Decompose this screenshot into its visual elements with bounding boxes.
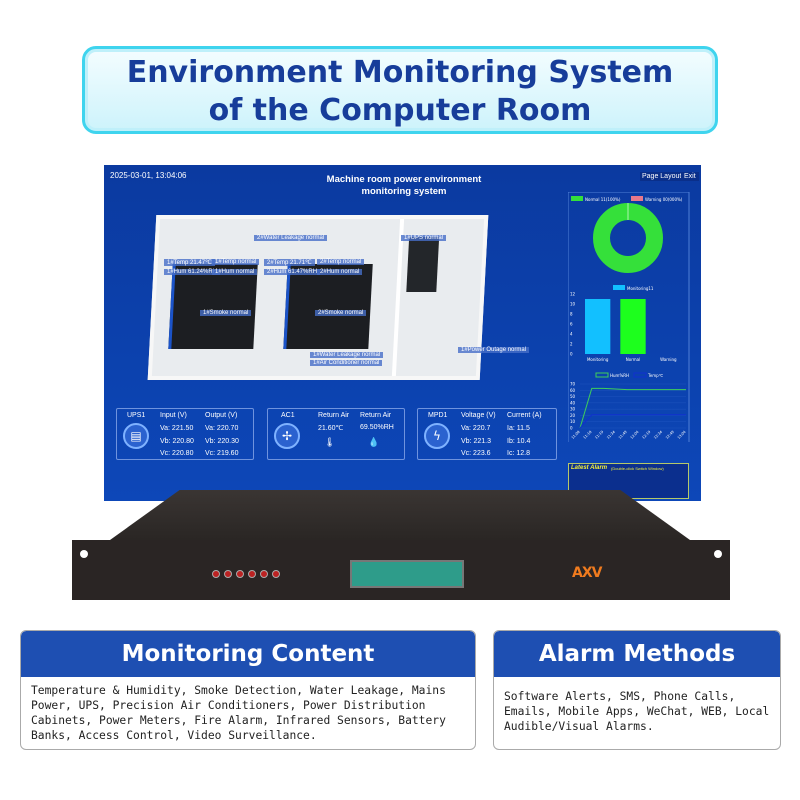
screen-title-2: monitoring system (361, 186, 447, 197)
sensor-tag[interactable]: 1#Power Outage normal (458, 347, 530, 353)
legend-label: Warning 00(000%) (645, 197, 683, 202)
alarm-title: Alarm Methods (494, 631, 780, 677)
sensor-tag[interactable]: 1#UPS normal (401, 235, 447, 241)
datetime: 2025-03-01, 13:04:06 (110, 171, 187, 180)
indicator-leds (212, 570, 282, 580)
y-tick-label: 30 (570, 407, 576, 412)
x-tick-label: 12:34 (653, 429, 664, 440)
y-tick-label: 6 (570, 322, 573, 327)
mount-hole (714, 550, 722, 558)
x-tick-label: 11:49 (618, 430, 628, 440)
title-banner: Environment Monitoring System of the Com… (82, 46, 718, 134)
title-line-2: of the Computer Room (208, 93, 592, 128)
legend-label: Hum%RH (610, 373, 629, 378)
monitoring-title: Monitoring Content (21, 631, 475, 677)
y-tick-label: 0 (570, 426, 573, 431)
water-drop-icon: 💧 (368, 437, 380, 447)
bar (620, 299, 646, 354)
y-tick-label: 10 (570, 302, 576, 307)
lightning-icon: ϟ (424, 423, 450, 449)
series-line (579, 414, 686, 429)
x-tick-label: Monitoring (587, 357, 609, 362)
ac-panel: AC1 ✢ Return Air Return Air 21.60℃ 69.50… (267, 408, 405, 460)
sensor-tag[interactable]: 2#Water Leakage normal (254, 235, 328, 241)
sensor-tag[interactable]: 1#Temp normal (212, 259, 260, 265)
x-tick-label: 12:49 (665, 430, 675, 440)
screen-title-1: Machine room power environment (326, 174, 482, 185)
monitoring-screen: 2025-03-01, 13:04:06 Machine room power … (104, 165, 701, 501)
y-tick-label: 4 (570, 332, 573, 337)
x-tick-label: 11:34 (606, 429, 617, 440)
thermometer-icon: 🌡 (324, 437, 336, 447)
y-tick-label: 40 (570, 400, 576, 405)
monitoring-content-card: Monitoring Content Temperature & Humidit… (20, 630, 476, 750)
device-logo: AXV (572, 565, 602, 581)
legend-swatch (633, 372, 647, 378)
y-tick-label: 20 (570, 413, 576, 418)
bar (585, 299, 611, 354)
mpd-panel: MPD1 ϟ Voltage (V) Current (A) Va: 220.7… (417, 408, 557, 460)
sensor-tag[interactable]: 2#Hum 61.47%RH (264, 269, 321, 275)
sensor-tag[interactable]: 2#Temp normal (317, 259, 365, 265)
legend-swatch (613, 285, 625, 290)
y-tick-label: 8 (570, 312, 573, 317)
sensor-tag[interactable]: 2#Smoke normal (315, 310, 367, 316)
series-line (579, 387, 686, 429)
x-tick-label: 12:04 (630, 429, 641, 440)
lcd-display (350, 560, 464, 588)
title-line-1: Environment Monitoring System (126, 55, 674, 90)
ups-panel: UPS1 ▤ Input (V) Output (V) Va: 221.50 V… (116, 408, 254, 460)
mount-hole (80, 550, 88, 558)
battery-icon: ▤ (123, 423, 149, 449)
sensor-tag[interactable]: 1#Smoke normal (200, 310, 252, 316)
y-tick-label: 50 (570, 394, 576, 399)
y-tick-label: 12 (570, 292, 576, 297)
monitoring-body: Temperature & Humidity, Smoke Detection,… (31, 684, 446, 742)
y-tick-label: 10 (570, 419, 576, 424)
legend-label: Temp℃ (647, 373, 664, 378)
sensor-tag[interactable]: 1#Hum normal (212, 269, 258, 275)
rack-device: AXV (72, 540, 730, 600)
y-tick-label: 0 (570, 352, 573, 357)
x-tick-label: Warning (660, 357, 677, 362)
y-tick-label: 60 (570, 388, 576, 393)
sensor-tag[interactable]: 2#Hum normal (317, 269, 363, 275)
fan-icon: ✢ (274, 423, 300, 449)
sensor-tag[interactable]: 2#Temp 21.71℃ (264, 259, 315, 266)
x-tick-label: 11:19 (594, 430, 604, 440)
x-tick-label: 13:04 (677, 429, 688, 440)
x-tick-label: 11:18 (583, 430, 593, 440)
x-tick-label: Normal (626, 357, 640, 362)
x-tick-label: 11:08 (571, 430, 581, 440)
panel-border (568, 192, 690, 442)
alarm-methods-card: Alarm Methods Software Alerts, SMS, Phon… (493, 630, 781, 750)
charts-panel: Normal 11(100%) Warning 00(000%) Monitorin… (568, 192, 690, 442)
sensor-tag[interactable]: 1#Hum 61.24%RH (164, 269, 221, 275)
legend-swatch (631, 196, 643, 201)
sensor-tag[interactable]: 1#Temp 21.47℃ (164, 259, 215, 266)
page-layout-button[interactable]: Page Layout (640, 172, 684, 181)
alarm-body: Software Alerts, SMS, Phone Calls, Email… (504, 690, 770, 733)
y-tick-label: 2 (570, 342, 573, 347)
x-tick-label: 12:19 (641, 430, 651, 440)
sensor-tag[interactable]: 1#Air Conditioner normal (310, 360, 383, 366)
sensor-tag[interactable]: 1#Water Leakage normal (310, 352, 384, 358)
legend-swatch (571, 196, 583, 201)
y-tick-label: 70 (570, 382, 576, 387)
legend-label: Monitoring11 (627, 286, 654, 291)
exit-button[interactable]: Exit (681, 172, 699, 181)
device-top (110, 490, 690, 540)
legend-swatch (595, 372, 609, 378)
legend-label: Normal 11(100%) (585, 197, 621, 202)
